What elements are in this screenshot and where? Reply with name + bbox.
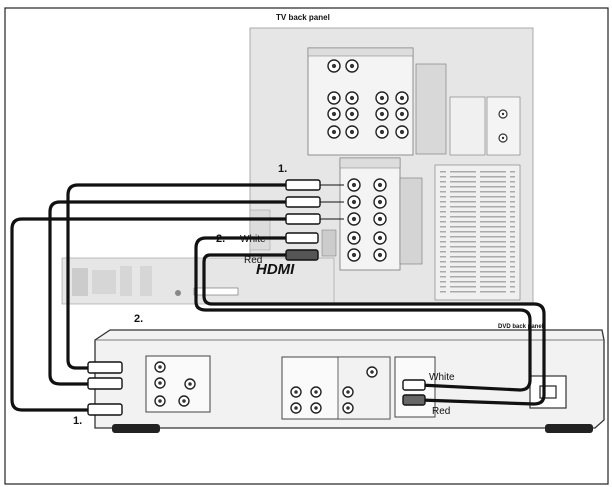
rca-jack-pin [377,252,383,258]
tv-white-label: White [240,234,266,245]
tv-red-label: Red [244,255,262,266]
cable-green [66,183,292,370]
tv-jacks-lower [347,178,387,262]
rca-jack-pin [346,406,350,410]
rca-jack-pin [377,182,383,188]
rca-jack-pin [294,390,298,394]
rca-jack-pin [349,111,355,117]
rca-jack-pin [158,399,162,403]
rca-jack-pin [351,235,357,241]
rca-jack-pin [314,390,318,394]
dvd-side-plugs [87,361,426,416]
rca-jack-pin [379,95,385,101]
rca-jack-pin [349,129,355,135]
rca-jack-pin [377,199,383,205]
rca-jack-pin [331,63,337,69]
component-video-cables [10,183,292,412]
dvd-jacks [154,361,378,414]
rca-jack-pin [158,365,162,369]
rca-jack-pin [158,381,162,385]
step-2-white: 2. [216,233,225,245]
rca-jack-pin [379,129,385,135]
dvd-red-label: Red [432,406,450,417]
rca-jack-pin [294,406,298,410]
cable-audio-red [202,253,546,406]
cable-audio-white [194,236,532,392]
rca-jack-pin [349,63,355,69]
rca-jack-pin [377,216,383,222]
rca-jack-pin [188,382,192,386]
cable-blue [48,200,292,386]
rca-jack-pin [399,111,405,117]
rca-jack-pin [370,370,374,374]
rca-jack-pin [351,199,357,205]
rca-jack-pin [399,95,405,101]
step-1-top: 1. [278,163,287,175]
rca-jack-pin [331,129,337,135]
rca-jack-pin [182,399,186,403]
dvd-panel-label: DVD back panel [498,324,544,330]
dvd-player [94,329,605,433]
rca-jack-pin [346,390,350,394]
audio-cables [194,236,546,406]
rca-jack-pin [351,252,357,258]
hdmi-logo: HDMI [256,261,295,278]
step-2-left: 2. [134,313,143,325]
rca-jack-pin [399,129,405,135]
tv-jacks-upper [327,59,409,139]
tv-side-plugs [285,179,344,261]
side-panel [61,257,335,305]
rca-jack-pin [331,95,337,101]
rca-jack-pin [379,111,385,117]
step-1-bottom: 1. [73,415,82,427]
rca-jack-pin [351,216,357,222]
rca-jack-pin [349,95,355,101]
rca-jack-pin [377,235,383,241]
dvd-white-label: White [429,372,455,383]
tv-panel-label: TV back panel [276,13,330,22]
rca-jack-pin [314,406,318,410]
cable-red-video [10,217,292,412]
rca-jack-pin [331,111,337,117]
rca-jack-pin [351,182,357,188]
